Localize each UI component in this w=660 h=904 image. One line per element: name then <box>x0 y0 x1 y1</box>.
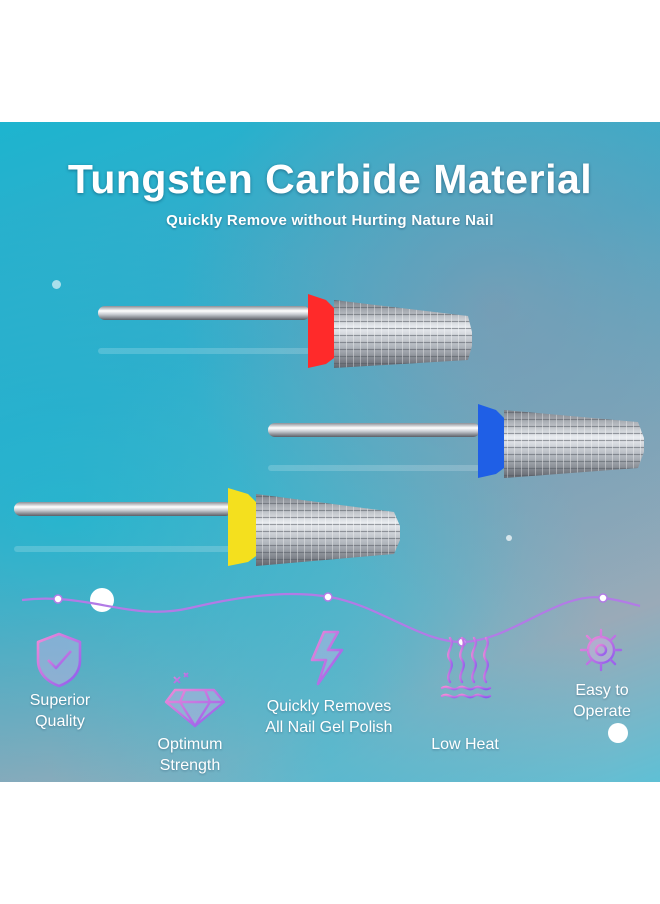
decor-dot <box>90 588 114 612</box>
feature-easy-to-operate: Easy to Operate <box>552 680 652 722</box>
drill-bits-illustration <box>14 294 644 728</box>
bit-collar-yellow <box>228 488 256 566</box>
feature-quickly-removes: Quickly Removes All Nail Gel Polish <box>258 696 400 738</box>
wave-dot <box>53 594 63 604</box>
feature-optimum-strength: Optimum Strength <box>140 734 240 776</box>
product-banner: Tungsten Carbide Material Quickly Remove… <box>0 122 660 782</box>
feature-superior-quality: Superior Quality <box>10 690 110 732</box>
heat-waves-icon <box>440 636 492 699</box>
feature-label-line1: Optimum <box>157 736 223 753</box>
feature-label-line1: Quickly Removes <box>266 698 392 715</box>
decor-dot <box>608 723 628 743</box>
drill-bit-red <box>98 294 472 368</box>
decor-dot <box>52 280 61 289</box>
shield-check-icon <box>36 632 82 688</box>
bit-collar-blue <box>478 404 504 478</box>
feature-label-line2: All Nail Gel Polish <box>265 719 393 736</box>
page-title: Tungsten Carbide Material <box>67 156 593 202</box>
feature-low-heat: Low Heat <box>415 734 515 755</box>
feature-label-line1: Easy to <box>575 682 629 699</box>
diamond-icon <box>164 672 226 728</box>
gear-icon <box>579 628 623 672</box>
feature-label-line2: Quality <box>35 713 85 730</box>
feature-label-line1: Superior <box>29 692 91 709</box>
drill-bit-blue <box>268 404 644 478</box>
drill-bit-yellow <box>14 488 400 566</box>
page-subtitle: Quickly Remove without Hurting Nature Na… <box>166 212 494 229</box>
feature-label-line1: Low Heat <box>431 736 499 753</box>
wave-dot <box>598 593 608 603</box>
bit-collar-red <box>308 294 334 368</box>
decor-wave <box>21 592 641 644</box>
feature-label-line2: Operate <box>573 703 631 720</box>
decor-dot <box>506 535 512 541</box>
wave-dot <box>323 592 333 602</box>
feature-label-line2: Strength <box>159 757 221 774</box>
lightning-icon <box>310 630 344 686</box>
